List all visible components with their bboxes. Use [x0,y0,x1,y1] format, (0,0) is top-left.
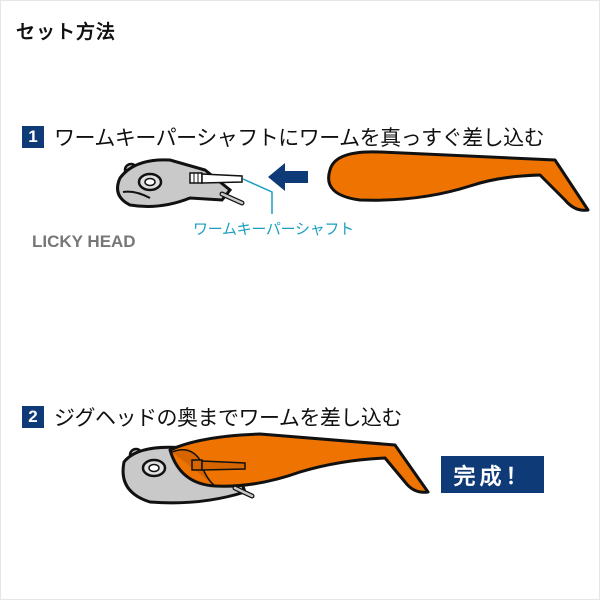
step-1-text: ワームキーパーシャフトにワームを真っすぐ差し込む [54,126,545,150]
brand-label: LICKY HEAD [32,232,136,251]
step-number-badge: 2 [22,406,44,428]
step-2-heading: 2 ジグヘッドの奥までワームを差し込む [22,402,402,432]
insert-arrow-icon [268,163,308,191]
callout-line [242,178,273,214]
step-2-text: ジグヘッドの奥までワームを差し込む [54,406,402,430]
step-number-badge: 1 [22,126,44,148]
step-1-heading: 1 ワームキーパーシャフトにワームを真っすぐ差し込む [22,122,545,152]
worm-keeper-shaft-icon [189,172,243,184]
worm-icon [327,150,590,212]
jig-head-icon [116,158,245,208]
assembled-lure-icon [121,432,430,505]
complete-badge: 完成！ [441,456,544,493]
shaft-callout-label: ワームキーパーシャフト [193,220,354,238]
page-title: セット方法 [16,21,117,43]
